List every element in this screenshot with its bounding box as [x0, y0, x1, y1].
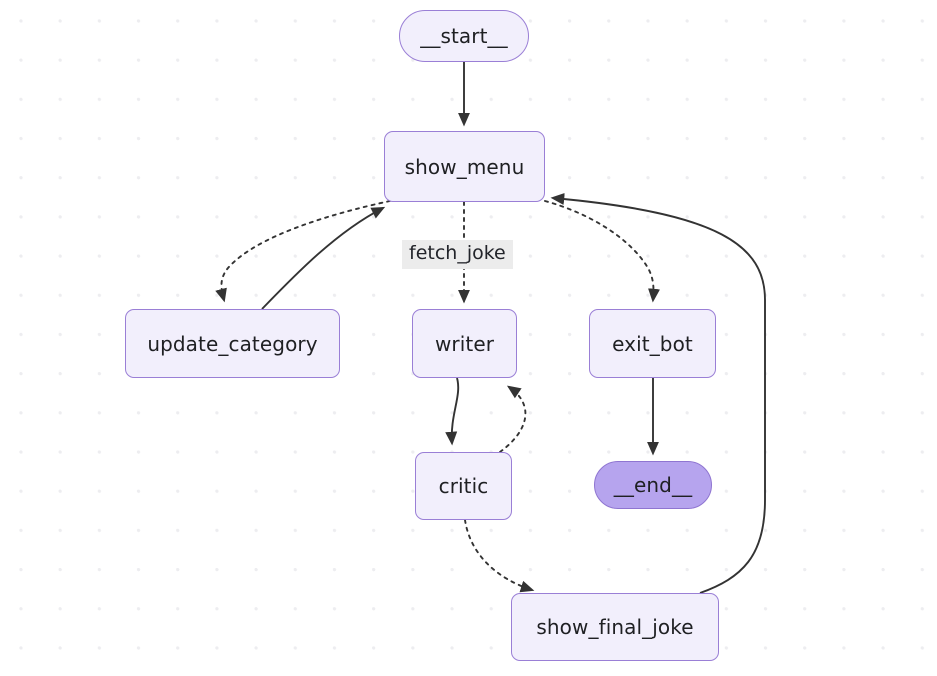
node-show-menu-label: show_menu	[404, 154, 525, 179]
node-end-label: __end__	[613, 473, 693, 497]
node-writer[interactable]: writer	[412, 309, 517, 378]
node-critic[interactable]: critic	[415, 452, 512, 520]
node-exit-bot[interactable]: exit_bot	[589, 309, 716, 378]
node-show-menu[interactable]: show_menu	[384, 131, 545, 202]
node-exit-bot-label: exit_bot	[612, 331, 693, 356]
node-update-category-label: update_category	[147, 331, 318, 356]
edge-critic-to-writer	[499, 385, 527, 453]
node-show-final-joke-label: show_final_joke	[536, 615, 694, 639]
node-update-category[interactable]: update_category	[125, 309, 340, 378]
edge-label-fetch-joke-text: fetch_joke	[409, 242, 506, 264]
edge-writer-to-critic	[445, 377, 460, 446]
node-critic-label: critic	[438, 474, 489, 498]
node-writer-label: writer	[434, 331, 495, 356]
node-show-final-joke[interactable]: show_final_joke	[511, 593, 719, 661]
node-end[interactable]: __end__	[594, 461, 712, 509]
node-start[interactable]: __start__	[399, 10, 529, 62]
edge-label-fetch-joke: fetch_joke	[402, 240, 513, 269]
node-start-label: __start__	[420, 24, 508, 48]
edge-show-menu-to-update-category	[215, 200, 391, 303]
edge-critic-to-show-final-joke	[464, 519, 535, 593]
edge-update-category-to-show-menu	[261, 206, 386, 310]
edge-show-menu-to-exit-bot	[544, 200, 661, 303]
edge-show-final-joke-to-show-menu	[550, 193, 766, 594]
